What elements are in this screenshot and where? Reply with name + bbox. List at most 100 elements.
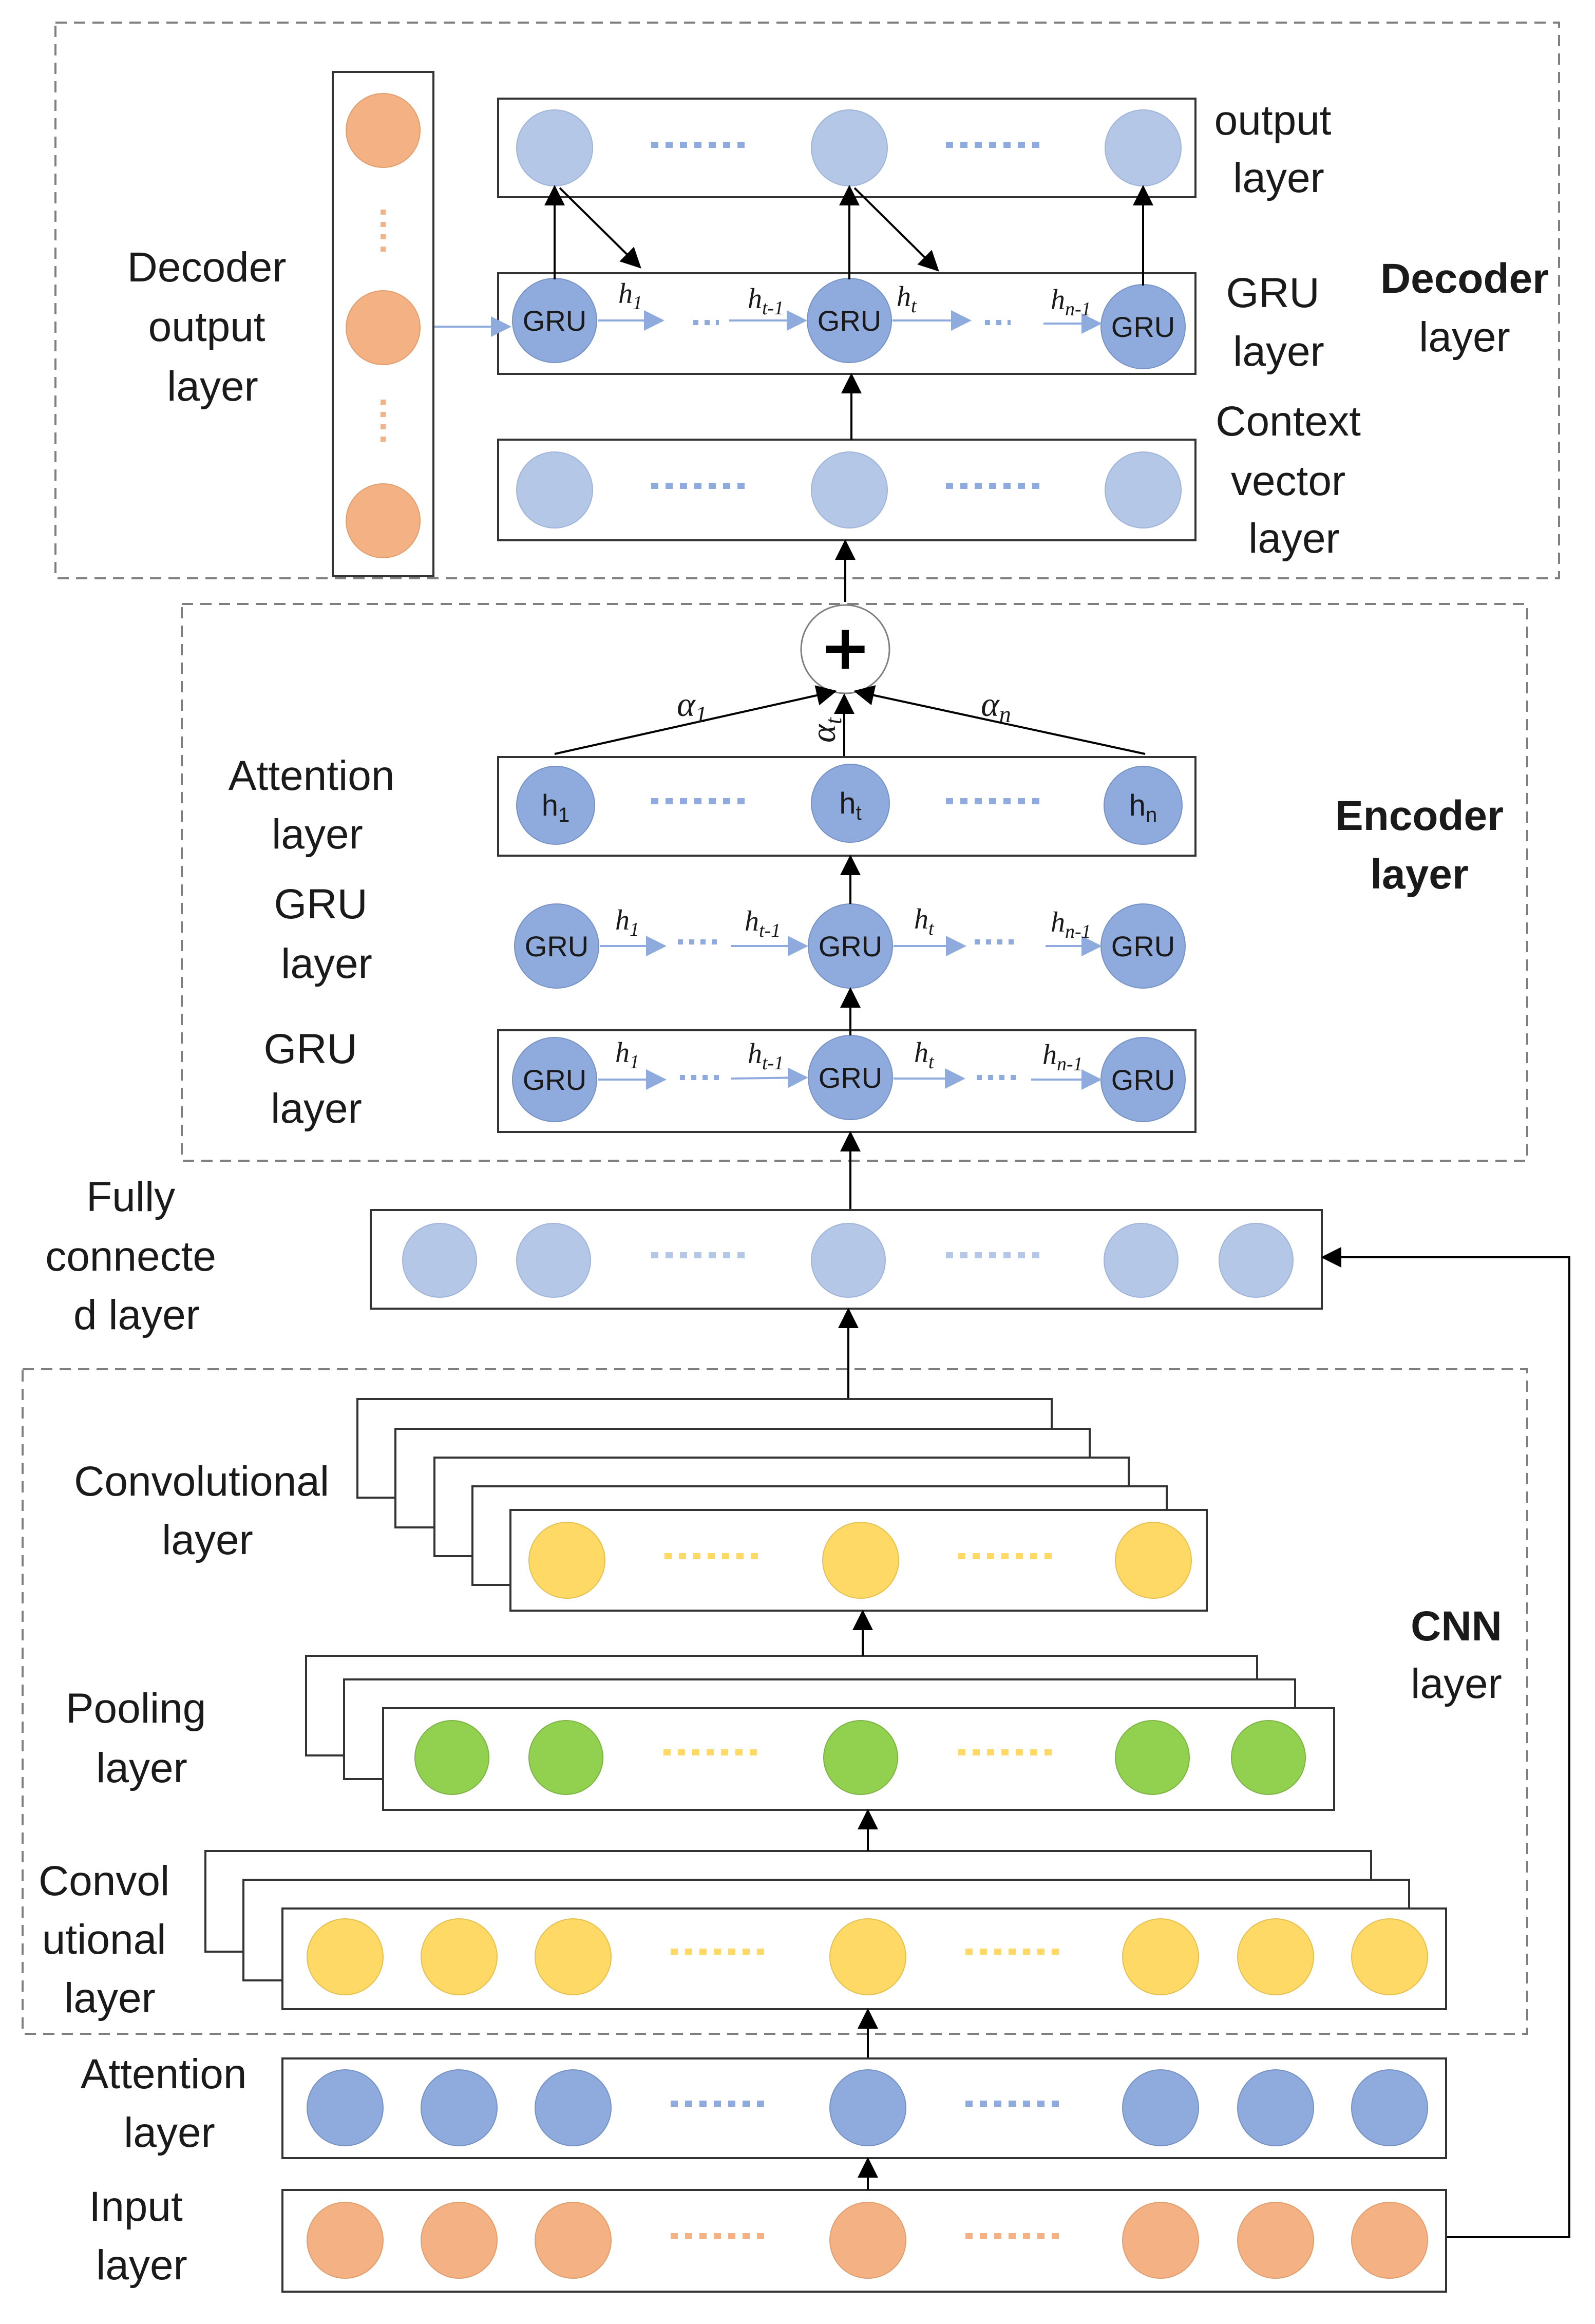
hidden-state-label: hn-1	[1051, 906, 1091, 942]
decoder-output-node	[346, 483, 421, 558]
hidden-node-label: ht	[839, 787, 861, 824]
pool-node	[414, 1720, 489, 1795]
conv-node	[528, 1522, 605, 1599]
input-layer-label: Input layer	[89, 2183, 194, 2289]
attention-node	[535, 2069, 612, 2146]
context-vector-label: Context vector layer	[1216, 398, 1372, 562]
skip-connection-arrow	[1321, 1247, 1570, 2238]
input-node	[1351, 2202, 1428, 2279]
decoder-output-node	[346, 93, 421, 168]
gru-node-label: GRU	[818, 305, 881, 337]
fc-node	[516, 1223, 591, 1298]
decoder-group-label-2: layer	[1419, 314, 1510, 361]
attention-node	[1122, 2069, 1199, 2146]
decoder-layer: GRU GRU GRU h1 ht-1 ht hn-1 Decoder	[127, 71, 1549, 602]
hidden-state-label: h1	[618, 278, 642, 314]
conv-node	[421, 1918, 498, 1995]
fc-node	[1104, 1223, 1179, 1298]
hidden-node-label: h1	[542, 789, 570, 826]
fc-node	[1219, 1223, 1294, 1298]
decoder-output-node	[346, 290, 421, 365]
conv-node	[1351, 1918, 1428, 1995]
hidden-state-label: ht	[914, 1037, 935, 1073]
conv-layer-label: Convol utional layer	[39, 1858, 181, 2021]
input-node	[1237, 2202, 1314, 2279]
conv-node	[822, 1522, 899, 1599]
gru-node-label: GRU	[1111, 311, 1175, 343]
hidden-state-label: h1	[615, 1037, 639, 1073]
hidden-state-label: ht-1	[748, 283, 784, 319]
context-node	[516, 451, 593, 528]
attention-hidden-node	[516, 766, 595, 845]
fc-node	[402, 1223, 477, 1298]
hidden-state-label: ht	[897, 281, 917, 317]
recurrent-arrow	[731, 1067, 808, 1088]
attention-node	[829, 2069, 906, 2146]
hidden-state-label: h1	[615, 904, 639, 940]
fully-connected-layer: Fully connecte d layer	[45, 1174, 1570, 2238]
attention-layer-label: Attention layer	[81, 2051, 258, 2156]
gru-layer-label: GRU layer	[274, 881, 379, 987]
pool-layer-label: Pooling layer	[66, 1685, 218, 1791]
gru-node-label: GRU	[523, 1064, 586, 1096]
attention-node	[421, 2069, 498, 2146]
conv-node	[829, 1918, 906, 1995]
context-node	[811, 451, 888, 528]
hidden-node-label: hn	[1129, 789, 1157, 826]
input-node	[421, 2202, 498, 2279]
hidden-state-label: ht-1	[745, 905, 781, 941]
encoder-layer: + α1 αt αn h1 ht hn GRU GRU GRU h1 ht-1 …	[229, 604, 1504, 1210]
gru-node-label: GRU	[1111, 1064, 1175, 1096]
attention-hidden-node	[811, 764, 890, 843]
conv-node	[1115, 1522, 1192, 1599]
hidden-state-label: ht	[914, 903, 935, 939]
gru-node-label: GRU	[525, 930, 588, 962]
alpha-n-label: αn	[981, 685, 1011, 727]
output-feedback-arrow	[559, 187, 641, 269]
output-node	[1105, 109, 1182, 186]
pool-node	[1115, 1720, 1190, 1795]
input-node	[307, 2202, 384, 2279]
conv-node	[1237, 1918, 1314, 1995]
attention-weight-line	[853, 685, 1146, 755]
attention-node	[307, 2069, 384, 2146]
attention-node	[1237, 2069, 1314, 2146]
conv-layer-label: Convolutional layer	[74, 1458, 341, 1563]
output-layer-label: output layer	[1214, 97, 1343, 201]
encoder-group-label: Encoder	[1335, 792, 1504, 839]
input-side: Attention layer Input layer	[81, 2051, 1447, 2293]
input-node	[829, 2202, 906, 2279]
pool-node	[528, 1720, 603, 1795]
fc-node	[811, 1223, 886, 1298]
conv-node	[1122, 1918, 1199, 1995]
output-feedback-arrow	[853, 187, 939, 272]
decoder-group-label: Decoder	[1380, 255, 1549, 302]
gru-node	[512, 1037, 597, 1122]
cnn-layer: Convolutional layer Pooling layer Convol…	[39, 1398, 1502, 2058]
attention-weight-line	[554, 685, 837, 755]
attention-hidden-node	[1104, 766, 1183, 845]
hidden-state-label: hn-1	[1051, 284, 1091, 320]
encoder-group-border	[181, 603, 1528, 1162]
cnn-group-border	[22, 1368, 1528, 2035]
alpha-1-label: α1	[677, 685, 707, 727]
cnn-group-label: CNN	[1411, 1603, 1502, 1650]
gru-node-label: GRU	[523, 305, 586, 337]
gru-node-label: GRU	[1111, 930, 1175, 962]
output-node	[516, 109, 593, 186]
attention-node	[1351, 2069, 1428, 2146]
decoder-group-border	[54, 22, 1560, 579]
gru-layer-label: GRU layer	[263, 1026, 369, 1132]
sum-symbol: +	[820, 612, 871, 684]
alpha-t-label: αt	[804, 717, 846, 743]
attention-layer-label: Attention layer	[229, 752, 406, 858]
cnn-group-label-2: layer	[1411, 1660, 1502, 1707]
output-node	[811, 109, 888, 186]
encoder-group-label-2: layer	[1370, 851, 1469, 898]
fully-connected-label: Fully connecte d layer	[45, 1174, 228, 1338]
pool-node	[823, 1720, 898, 1795]
conv-node	[307, 1918, 384, 1995]
gru-node-label: GRU	[819, 1062, 882, 1094]
conv-node	[535, 1918, 612, 1995]
